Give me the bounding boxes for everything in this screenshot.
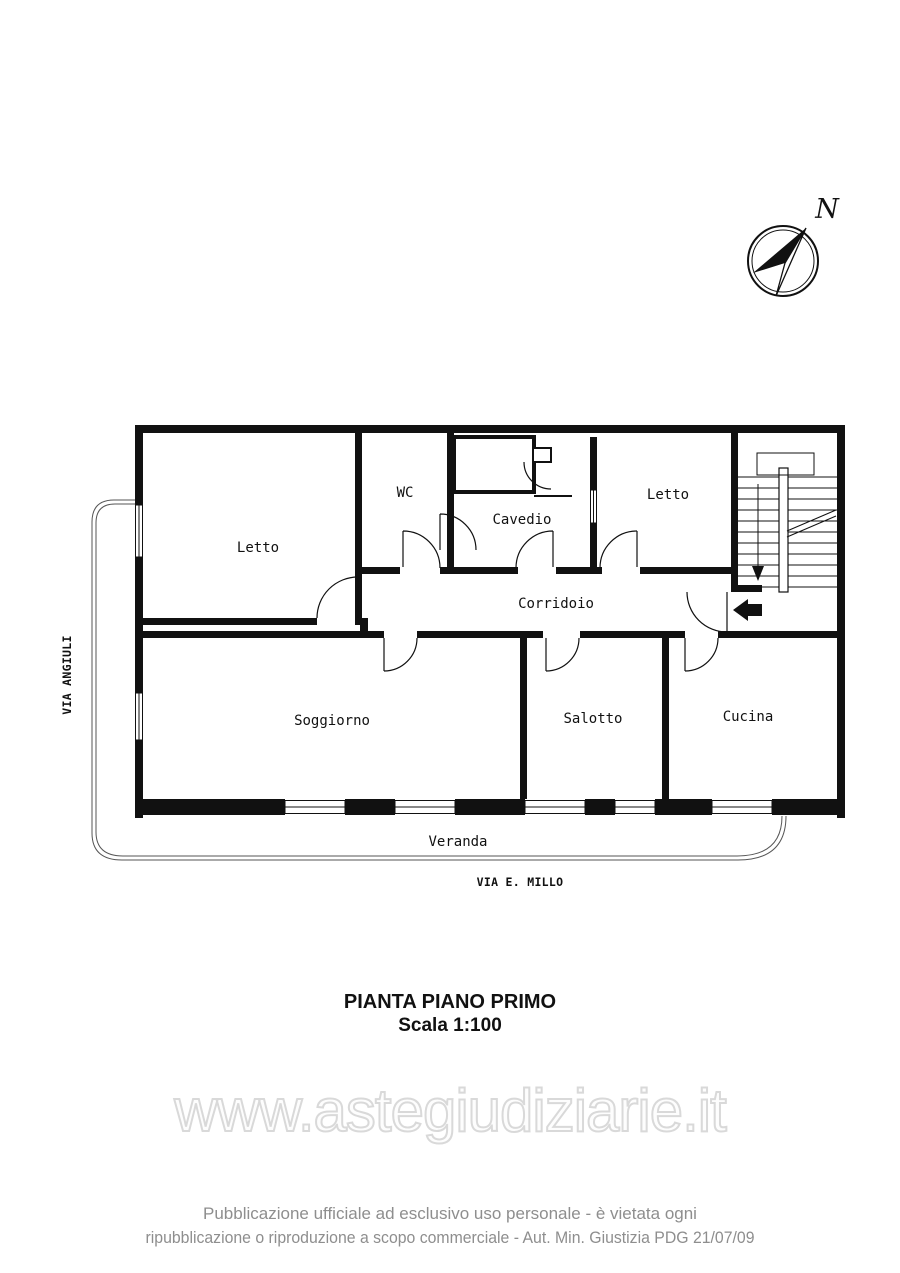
door-shaft bbox=[523, 461, 552, 490]
door-soggiorno bbox=[383, 637, 418, 672]
door-salotto bbox=[545, 637, 580, 672]
doors bbox=[316, 461, 728, 672]
plan-scale: Scala 1:100 bbox=[398, 1015, 502, 1036]
door-entry bbox=[686, 591, 728, 633]
room-label-salotto: Salotto bbox=[563, 711, 622, 727]
footer: Pubblicazione ufficiale ad esclusivo uso… bbox=[0, 1202, 900, 1250]
door-wc bbox=[402, 530, 441, 569]
title-block: PIANTA PIANO PRIMO Scala 1:100 bbox=[0, 990, 900, 1038]
door-cavedio bbox=[515, 530, 554, 569]
street-label-via-e-millo: VIA E. MILLO bbox=[477, 875, 564, 889]
room-label-letto1: Letto bbox=[237, 540, 279, 556]
room-label-wc: WC bbox=[397, 485, 414, 501]
door-cavedio-inner bbox=[439, 513, 477, 551]
compass-needle-light bbox=[775, 227, 807, 297]
room-label-soggiorno: Soggiorno bbox=[294, 713, 370, 729]
compass: N bbox=[747, 194, 840, 297]
interior-walls bbox=[143, 433, 845, 799]
door-cucina bbox=[684, 637, 719, 672]
door-letto1 bbox=[316, 576, 359, 619]
entrance-arrow-icon bbox=[733, 599, 762, 621]
cavedio-shaft bbox=[452, 435, 572, 497]
outer-walls bbox=[135, 425, 845, 818]
room-label-veranda: Veranda bbox=[428, 834, 487, 850]
plan-title: PIANTA PIANO PRIMO bbox=[343, 991, 557, 1013]
floor-plan-svg: N bbox=[60, 194, 845, 889]
footer-line-1: Pubblicazione ufficiale ad esclusivo uso… bbox=[203, 1204, 697, 1223]
footer-line-2: ripubblicazione o riproduzione a scopo c… bbox=[145, 1228, 755, 1247]
compass-north-label: N bbox=[814, 194, 840, 225]
watermark: www.astegiudiziarie.it bbox=[173, 1076, 728, 1145]
street-label-via-angiuli: VIA ANGIULI bbox=[60, 635, 74, 714]
compass-needle-dark bbox=[753, 228, 806, 273]
staircase bbox=[738, 452, 837, 593]
windows bbox=[135, 489, 773, 814]
room-label-cucina: Cucina bbox=[723, 709, 774, 725]
room-label-corridoio: Corridoio bbox=[518, 596, 594, 612]
veranda-railing bbox=[91, 499, 787, 861]
room-label-letto2: Letto bbox=[647, 487, 689, 503]
stairs-down-arrow bbox=[752, 484, 764, 581]
room-label-cavedio: Cavedio bbox=[492, 512, 551, 528]
door-letto2 bbox=[599, 530, 638, 569]
